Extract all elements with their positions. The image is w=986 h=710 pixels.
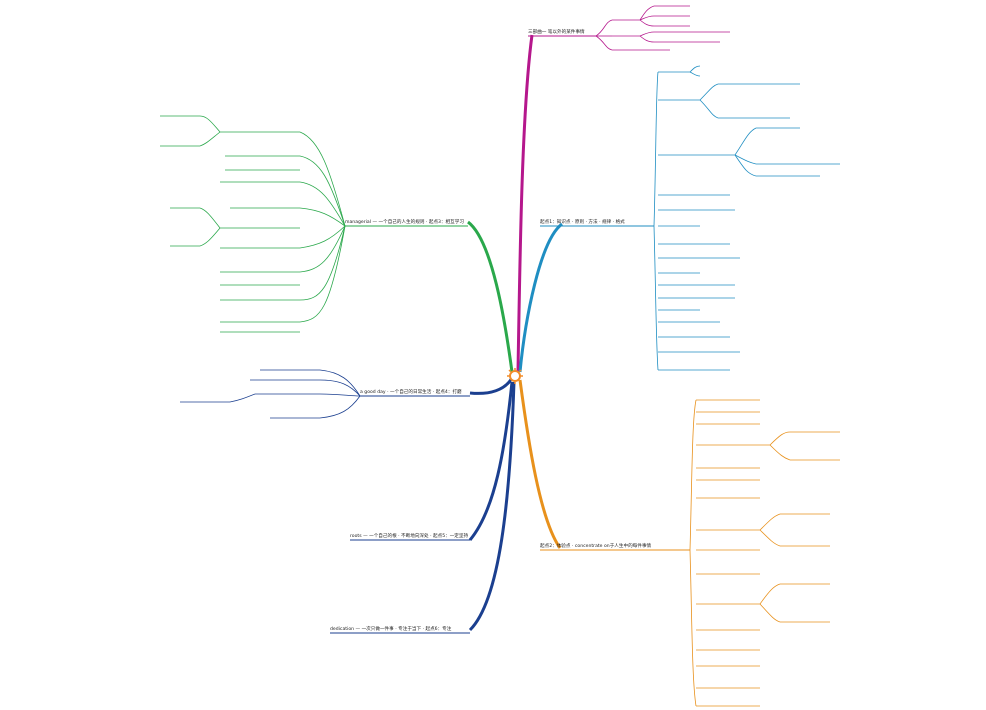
branch-line-right-upper: [518, 222, 563, 373]
branch-label-right-lower[interactable]: 起点2：体验点 · concentrate on于人生中的每件事情: [540, 544, 652, 549]
branch-label-left-mid[interactable]: a good day · 一个自己的日常生活 · 起点4：打磨: [360, 390, 462, 395]
branch-label-top[interactable]: 三部曲一 笔以外的某件事情: [528, 30, 585, 35]
branch-label-left-bottom[interactable]: dedication — 一次只做一件事 · 专注于当下 · 起点6：专注: [330, 627, 452, 632]
branch-line-left-low: [468, 381, 514, 541]
branch-line-left-bottom: [468, 381, 516, 632]
branch-line-left-upper: [467, 220, 514, 373]
orange-subtree: [689, 399, 840, 707]
branch-label-left-upper[interactable]: managerial — 一个自己的人生的规则 · 起点3：相互学习: [345, 220, 464, 225]
branch-line-right-lower: [518, 379, 562, 549]
blue-subtree: [653, 65, 840, 371]
branch-label-left-low[interactable]: roots — 一个自己的根 · 不断地向深处 · 起点5：一定坚持: [350, 534, 469, 539]
branch-label-right-upper[interactable]: 起点1：知识点 · 原则 · 方法 · 规律 · 格式: [540, 220, 625, 225]
branch-line-top: [516, 34, 534, 373]
green-subtree: [160, 115, 346, 333]
sun-icon: [507, 368, 523, 384]
purple-subtree: [595, 5, 730, 51]
navy-subtree: [180, 369, 361, 419]
branch-line-left-mid: [469, 377, 514, 395]
